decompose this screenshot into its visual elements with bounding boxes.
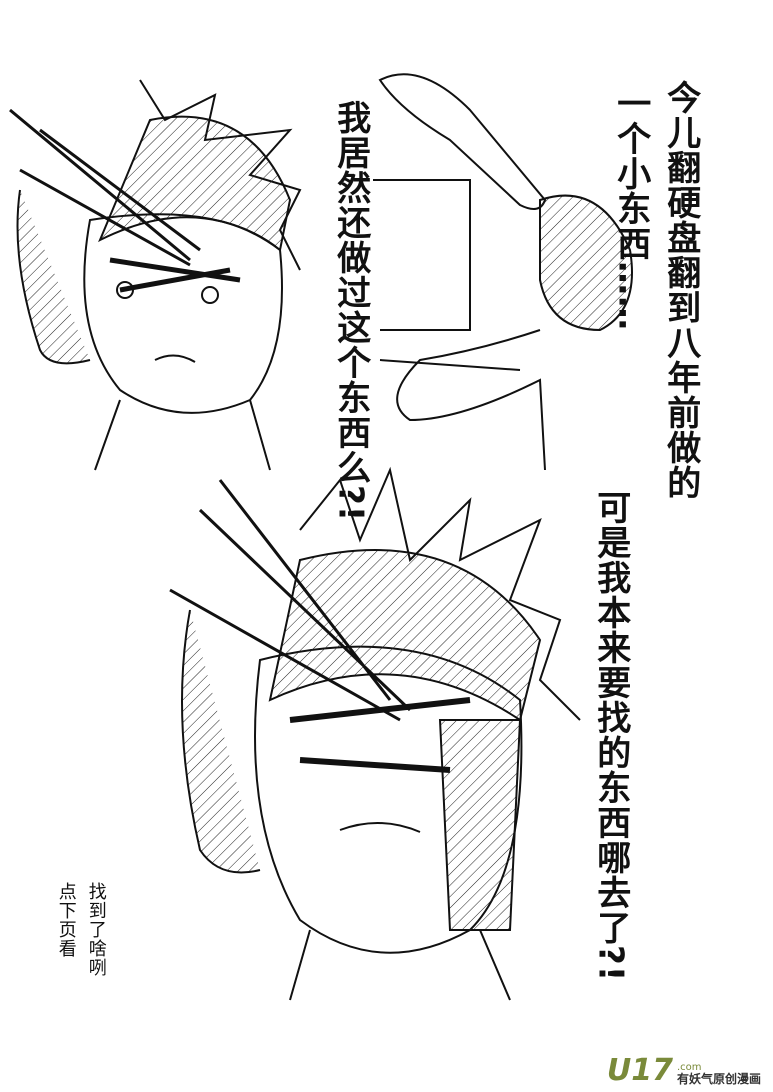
shocked-face-small [9, 79, 302, 471]
hand-holding-drive [373, 73, 633, 471]
watermark-logo: U17 [606, 1053, 673, 1088]
footer-note-line1: 找到了啥咧 [85, 882, 107, 977]
watermark-slogan: 有妖气原创漫画 [676, 1071, 761, 1086]
shocked-face-large [169, 466, 581, 1001]
u17-watermark: U17 .com 有妖气原创漫画 [607, 1056, 761, 1086]
footer-note-line2: 点下页看 [55, 882, 77, 958]
watermark-domain: .com [676, 1061, 702, 1073]
caption-made-this: 我居然还做过这个东西么?! [330, 100, 371, 523]
caption-hard-drive-line1: 今儿翻硬盘翻到八年前做的 [660, 80, 701, 500]
caption-hard-drive-line2: 一个小东西…… [610, 86, 651, 331]
caption-where-did-it-go: 可是我本来要找的东西哪去了?! [590, 490, 631, 983]
